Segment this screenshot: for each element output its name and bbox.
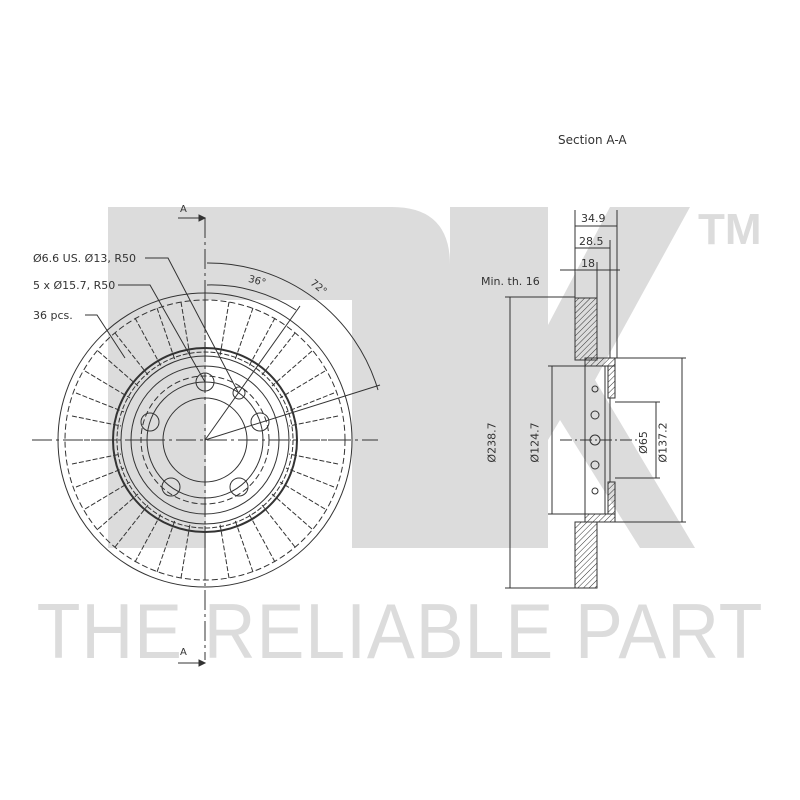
callout-vane-count: 36 pcs.	[33, 309, 73, 322]
trademark-symbol: TM	[698, 205, 762, 254]
nk-logo-watermark	[108, 207, 695, 548]
dim-width-28-5: 28.5	[579, 235, 604, 248]
brand-tagline: THE RELIABLE PART	[36, 587, 764, 675]
dim-width-34-9: 34.9	[581, 212, 606, 225]
dim-diameter-137-2: Ø137.2	[656, 422, 670, 463]
callout-bolt-hole-spec: Ø6.6 US. Ø13, R50	[33, 252, 136, 265]
callout-wheel-bolt-spec: 5 x Ø15.7, R50	[33, 279, 116, 292]
dim-width-18: 18	[581, 257, 595, 270]
section-marker-bottom: A	[180, 647, 187, 658]
dim-diameter-238-7: Ø238.7	[485, 422, 499, 463]
section-marker-top: A	[180, 204, 187, 215]
dim-diameter-124-7: Ø124.7	[528, 422, 542, 463]
section-title: Section A-A	[558, 133, 627, 147]
disc-front-view	[32, 214, 381, 667]
dim-diameter-65: Ø65	[636, 431, 650, 454]
min-thickness: Min. th. 16	[481, 275, 540, 288]
disc-section-view	[505, 210, 686, 589]
